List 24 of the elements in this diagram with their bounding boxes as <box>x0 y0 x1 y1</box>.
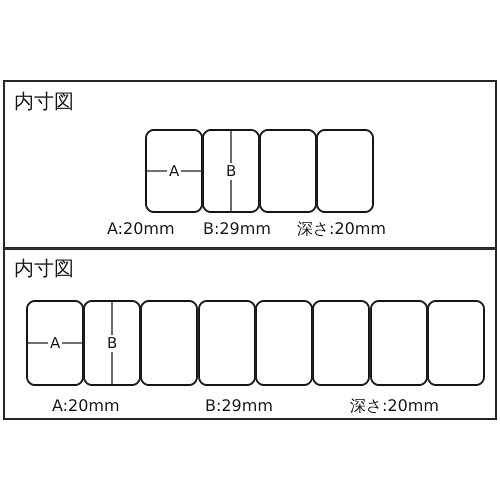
panel-heading: 内寸図 <box>14 88 74 115</box>
compartment-box <box>83 300 141 386</box>
compartment-box <box>316 129 374 213</box>
compartment-box <box>202 129 260 213</box>
dimension-label: B <box>105 334 120 352</box>
panel-frame <box>3 80 497 250</box>
dimension-text: 深さ:20mm <box>297 219 386 240</box>
compartment-box <box>427 300 485 386</box>
dimension-text: B:29mm <box>205 396 273 415</box>
dimension-text: 深さ:20mm <box>350 396 439 417</box>
dimension-text: A:20mm <box>52 396 120 415</box>
dimension-text: A:20mm <box>107 219 175 238</box>
dimension-label: B <box>224 162 238 180</box>
panel-heading: 内寸図 <box>14 255 74 282</box>
compartment-box <box>140 300 198 386</box>
compartment-box <box>312 300 370 386</box>
panel-frame <box>3 247 497 420</box>
compartment-box <box>255 300 313 386</box>
compartment-box <box>370 300 428 386</box>
dimension-text: B:29mm <box>203 219 271 238</box>
compartment-box <box>198 300 256 386</box>
compartment-box <box>259 129 317 213</box>
compartment-box <box>145 129 203 213</box>
compartment-box <box>26 300 84 386</box>
